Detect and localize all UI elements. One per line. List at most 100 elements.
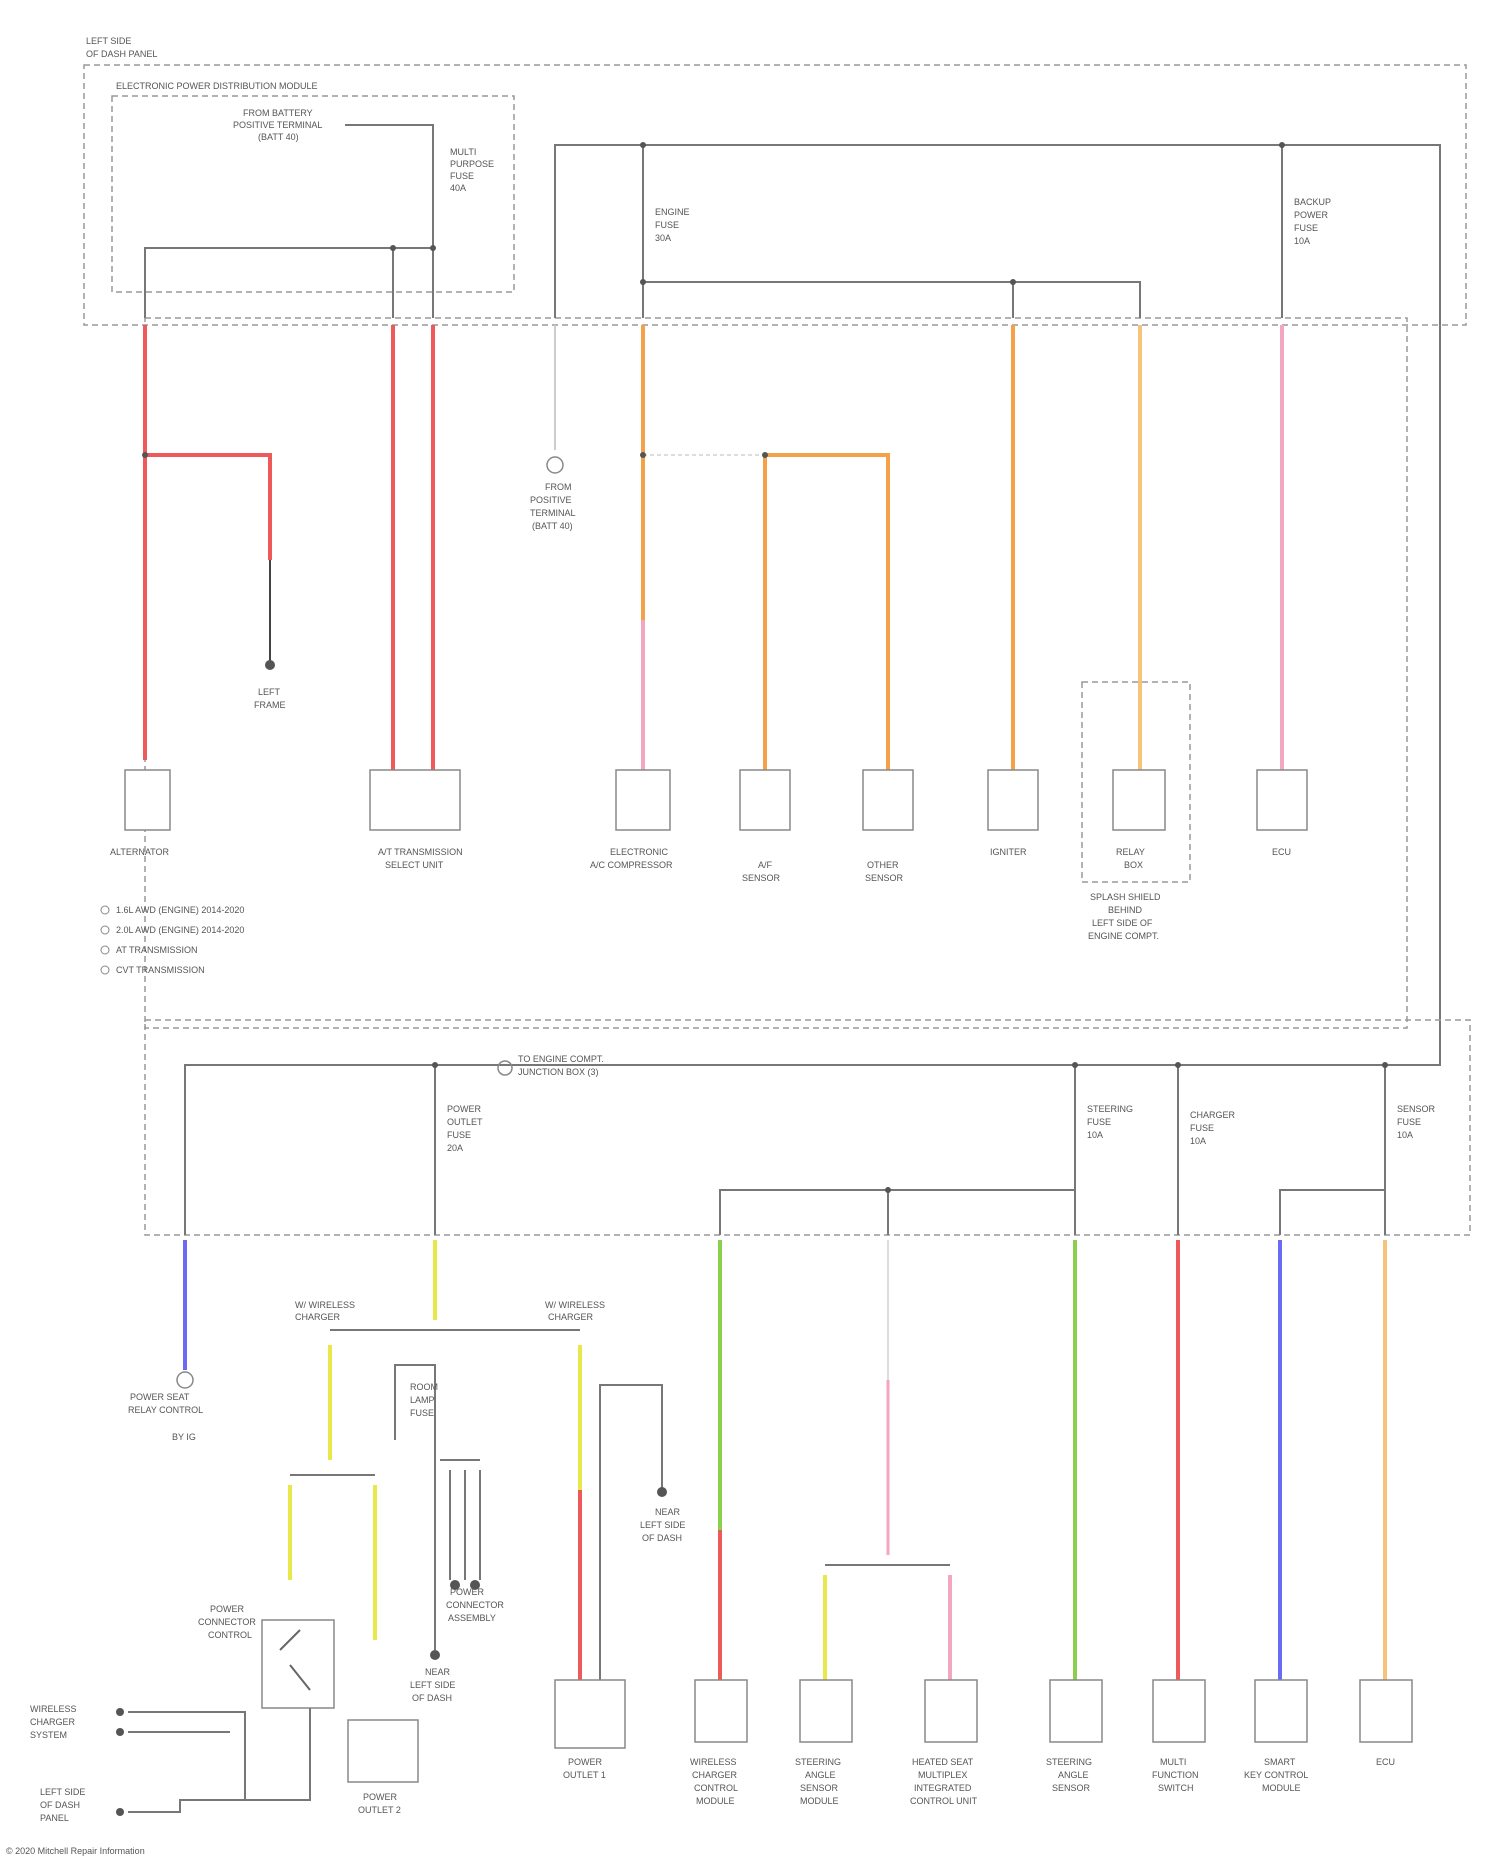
igniter-box xyxy=(988,770,1038,830)
heated-seat-unit-box xyxy=(925,1680,977,1742)
ecu-label-lower: ECU xyxy=(1376,1757,1395,1767)
ground-left-label-2: LEFT SIDE xyxy=(410,1680,455,1690)
power-outlet-1-box xyxy=(555,1680,625,1748)
legend-marker xyxy=(101,906,109,914)
multi-fuse-label-3: FUSE xyxy=(450,171,474,181)
relay-note-1: SPLASH SHIELD xyxy=(1090,892,1161,902)
main-bus-wire xyxy=(555,145,1440,1050)
wireless-system-wire xyxy=(128,1712,245,1812)
af-sensor-label-2: SENSOR xyxy=(742,873,781,883)
lower-junction-frame xyxy=(145,1020,1470,1235)
legend-marker xyxy=(101,966,109,974)
junction-node xyxy=(640,452,646,458)
module-bus-wire xyxy=(145,248,433,318)
left-note-1: POWER SEAT xyxy=(130,1392,190,1402)
heated-seat-label-4: CONTROL UNIT xyxy=(910,1796,978,1806)
bottom-left-label-3: SYSTEM xyxy=(30,1730,67,1740)
multi-function-label-1: MULTI xyxy=(1160,1757,1186,1767)
power-outlet-2-box xyxy=(348,1720,418,1782)
left-dash-panel-frame xyxy=(84,65,1466,325)
outlet-fuse-label-1: POWER xyxy=(447,1104,482,1114)
bottom-left-label-6: PANEL xyxy=(40,1813,69,1823)
steering-module-label-1: STEERING xyxy=(795,1757,841,1767)
compressor-label-1: ELECTRONIC xyxy=(610,847,669,857)
left-note-2: RELAY CONTROL xyxy=(128,1405,203,1415)
bottom-left-label-1: WIRELESS xyxy=(30,1704,77,1714)
compressor-box xyxy=(616,770,670,830)
charger-fuse-label-3: 10A xyxy=(1190,1136,1206,1146)
junction-node xyxy=(432,1062,438,1068)
ground-left-label-3: OF DASH xyxy=(412,1693,452,1703)
relay-note-4: ENGINE COMPT. xyxy=(1088,931,1159,941)
engine-fuse-label-2: FUSE xyxy=(655,220,679,230)
junction-node xyxy=(142,452,148,458)
engine-fuse-label-1: ENGINE xyxy=(655,207,690,217)
compressor-label-2: A/C COMPRESSOR xyxy=(590,860,673,870)
wireless-conn-point xyxy=(116,1708,124,1716)
outlet-fuse-label-3: FUSE xyxy=(447,1130,471,1140)
junction-node xyxy=(1010,279,1016,285)
engine-bus-wire xyxy=(643,282,1140,318)
multi-function-label-3: SWITCH xyxy=(1158,1783,1194,1793)
legend-item-2: 2.0L AWD (ENGINE) 2014-2020 xyxy=(116,925,244,935)
inline-conn-label-3: ASSEMBLY xyxy=(448,1613,496,1623)
bottom-left-label-4: LEFT SIDE xyxy=(40,1787,85,1797)
smart-key-label-1: SMART xyxy=(1264,1757,1296,1767)
backup-fuse-label-1: BACKUP xyxy=(1294,197,1331,207)
connector-ref-label-2: JUNCTION BOX (3) xyxy=(518,1067,599,1077)
small-conn-label-2: LAMP xyxy=(410,1395,435,1405)
af-sensor-label-1: A/F xyxy=(758,860,773,870)
power-connector-label-2: CONNECTOR xyxy=(198,1617,256,1627)
ground-left-label-1: NEAR xyxy=(425,1667,451,1677)
steering-angle-module-box xyxy=(800,1680,852,1742)
sensor-fuse-label-3: 10A xyxy=(1397,1130,1413,1140)
legend-marker xyxy=(101,946,109,954)
power-seat-connector xyxy=(177,1372,193,1388)
other-sensor-label-2: SENSOR xyxy=(865,873,904,883)
ground-right-label-1: NEAR xyxy=(655,1507,681,1517)
junction-node xyxy=(1175,1062,1181,1068)
transmission-unit-box xyxy=(370,770,460,830)
alternator-label: ALTERNATOR xyxy=(110,847,170,857)
power-outlet-2-label-2: OUTLET 2 xyxy=(358,1805,401,1815)
outlet-fuse-label-2: OUTLET xyxy=(447,1117,483,1127)
other-sensor-wire xyxy=(765,455,888,770)
multi-fuse-label-2: PURPOSE xyxy=(450,159,494,169)
steering-module-label-4: MODULE xyxy=(800,1796,839,1806)
junction-node xyxy=(1279,142,1285,148)
ground-label-2: FRAME xyxy=(254,700,286,710)
power-outlet-1-label-1: POWER xyxy=(568,1757,603,1767)
sensor-fuse-label-1: SENSOR xyxy=(1397,1104,1436,1114)
connector-label-1: FROM xyxy=(545,482,572,492)
igniter-label: IGNITER xyxy=(990,847,1027,857)
heated-seat-label-2: MULTIPLEX xyxy=(918,1770,967,1780)
junction-node xyxy=(885,1187,891,1193)
smart-key-module-box xyxy=(1255,1680,1307,1742)
transmission-label-1: A/T TRANSMISSION xyxy=(378,847,463,857)
steering-fuse-label-3: 10A xyxy=(1087,1130,1103,1140)
multi-fuse-label-1: MULTI xyxy=(450,147,476,157)
charger-fuse-label-1: CHARGER xyxy=(1190,1110,1236,1120)
branch-left-label-1: W/ WIRELESS xyxy=(295,1300,355,1310)
steering-module-label-3: SENSOR xyxy=(800,1783,839,1793)
connector-ref-label-1: TO ENGINE COMPT. xyxy=(518,1054,604,1064)
backup-fuse-label-2: POWER xyxy=(1294,210,1329,220)
ground-right-label-2: LEFT SIDE xyxy=(640,1520,685,1530)
steering-sensor-label-1: STEERING xyxy=(1046,1757,1092,1767)
junction-node xyxy=(762,452,768,458)
bottom-left-label-2: CHARGER xyxy=(30,1717,76,1727)
module-label: ELECTRONIC POWER DISTRIBUTION MODULE xyxy=(116,81,318,91)
branch-left-label-2: CHARGER xyxy=(295,1312,341,1322)
inline-connector-wires xyxy=(450,1470,480,1580)
bottom-left-label-5: OF DASH xyxy=(40,1800,80,1810)
steering-branch-wire xyxy=(720,1190,1075,1235)
left-note-3: BY IG xyxy=(172,1432,196,1442)
from-battery-label-2: POSITIVE TERMINAL xyxy=(233,120,322,130)
alternator-branch-wire xyxy=(145,455,270,560)
branch-right-label-2: CHARGER xyxy=(548,1312,594,1322)
junction-node xyxy=(430,245,436,251)
backup-fuse-label-3: FUSE xyxy=(1294,223,1318,233)
legend-item-4: CVT TRANSMISSION xyxy=(116,965,205,975)
junction-node xyxy=(1382,1062,1388,1068)
wireless-to-relay-wire xyxy=(245,1708,310,1800)
